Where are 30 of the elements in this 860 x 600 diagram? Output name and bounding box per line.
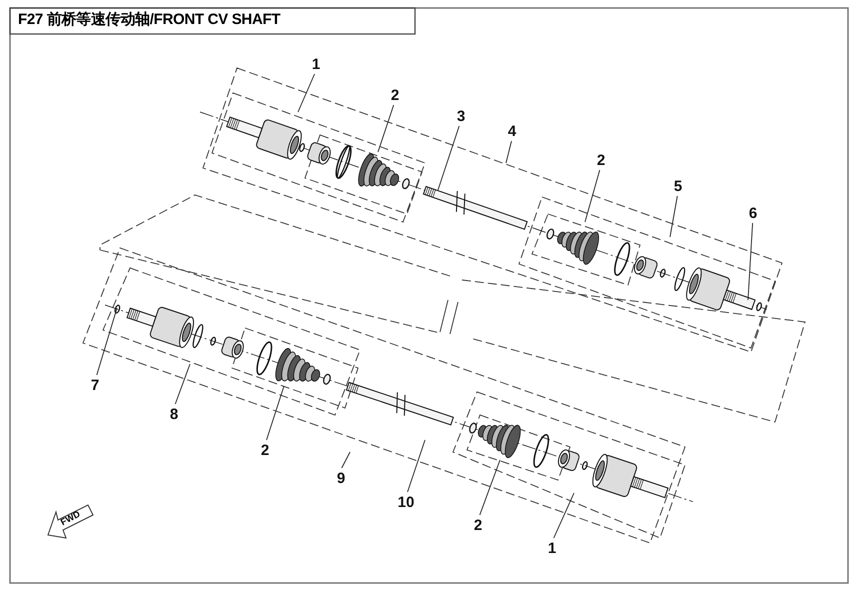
- callout-number: 5: [674, 178, 682, 195]
- diagram-title: F27 前桥等速传动轴/FRONT CV SHAFT: [18, 10, 280, 30]
- callout-number: 6: [748, 205, 758, 222]
- leader-line: [96, 308, 118, 376]
- callout-number: 7: [90, 377, 100, 394]
- callout-number: 2: [260, 442, 270, 459]
- callout-number: 2: [390, 87, 400, 104]
- callout-number: 1: [312, 56, 320, 73]
- callout-number: 9: [336, 470, 346, 487]
- leader-line: [479, 460, 500, 516]
- callout-number: 2: [596, 152, 606, 169]
- leader-line: [748, 222, 754, 300]
- leader-line: [407, 440, 426, 492]
- leader-line: [584, 170, 600, 222]
- direction-label: FWD: [58, 508, 82, 528]
- callout-number: 3: [456, 108, 466, 125]
- leader-line: [438, 126, 460, 190]
- leader-line: [174, 364, 190, 404]
- leader-line: [266, 386, 284, 440]
- leader-line: [298, 74, 315, 112]
- leader-line: [378, 104, 394, 152]
- callout-number: 10: [398, 494, 414, 511]
- callout-number: 4: [508, 123, 516, 140]
- leader-line: [506, 140, 512, 164]
- leader-line: [341, 452, 350, 468]
- callout-number: 8: [170, 406, 178, 423]
- callout-number: 2: [474, 517, 482, 534]
- leader-line: [553, 492, 574, 538]
- leader-line: [670, 196, 678, 238]
- callout-number: 1: [548, 540, 556, 557]
